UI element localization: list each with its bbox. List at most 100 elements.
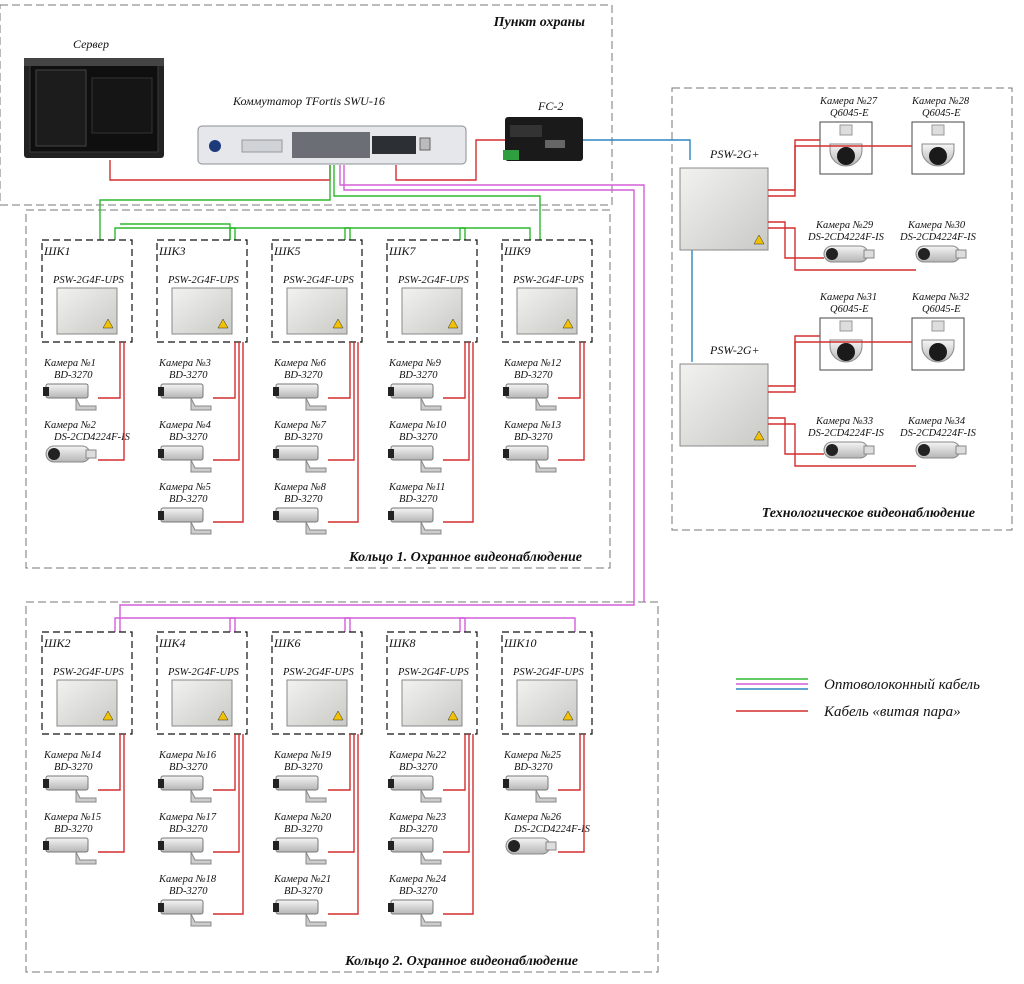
camera-model: BD-3270 — [514, 762, 553, 773]
server-icon — [24, 58, 164, 158]
box-camera-icon — [43, 775, 97, 803]
camera-cable — [768, 227, 916, 271]
camera-name: Камера №34 — [907, 416, 966, 427]
camera-name: Камера №23 — [388, 812, 446, 823]
security-post-zone — [0, 4, 613, 206]
camera-name: Камера №29 — [815, 220, 874, 231]
camera-cable — [768, 145, 912, 197]
camera-name: Камера №30 — [907, 220, 966, 231]
psw-model-label: PSW-2G4F-UPS — [52, 667, 125, 678]
camera-cable — [768, 335, 820, 387]
camera-name: Камера №28 — [911, 96, 970, 107]
camera-model: Q6045-E — [830, 304, 869, 315]
camera-model: DS-2CD4224F-IS — [53, 432, 131, 443]
cabinet-frame — [386, 631, 478, 735]
box-camera-icon — [273, 899, 327, 927]
camera-model: BD-3270 — [54, 824, 93, 835]
cabinet-label: ШК5 — [273, 244, 300, 258]
camera-cable — [98, 734, 125, 853]
box-camera-icon — [388, 837, 442, 865]
cabinet-frame — [41, 239, 133, 343]
cabinet-label: ШК1 — [43, 244, 70, 258]
ring2-title: Кольцо 2. Охранное видеонаблюдение — [344, 954, 578, 969]
psw-tech-label: PSW-2G+ — [709, 343, 760, 357]
camera-model: BD-3270 — [284, 494, 323, 505]
psw-switch-icon — [171, 287, 233, 335]
box-camera-icon — [273, 507, 327, 535]
camera-model: BD-3270 — [514, 370, 553, 381]
box-camera-icon — [503, 775, 557, 803]
warning-sign-icon — [102, 318, 114, 329]
camera-name: Камера №1 — [43, 358, 96, 369]
box-camera-icon — [158, 445, 212, 473]
box-camera-icon — [273, 775, 327, 803]
psw-model-label: PSW-2G4F-UPS — [512, 275, 585, 286]
camera-cable — [558, 734, 581, 791]
cabinet-label: ШК3 — [158, 244, 185, 258]
box-camera-icon — [273, 445, 327, 473]
box-camera-icon — [388, 507, 442, 535]
cabinet-label: ШК6 — [273, 636, 300, 650]
camera-cable — [328, 342, 351, 399]
cabinet-frame — [271, 631, 363, 735]
camera-name: Камера №2 — [43, 420, 97, 431]
warning-sign-icon — [562, 318, 574, 329]
warning-sign-icon — [447, 318, 459, 329]
dome-camera-icon — [819, 121, 873, 175]
camera-cable — [98, 342, 125, 461]
camera-model: BD-3270 — [169, 432, 208, 443]
camera-model: BD-3270 — [284, 762, 323, 773]
box-camera-icon — [158, 899, 212, 927]
camera-model: Q6045-E — [922, 304, 961, 315]
box-camera-icon — [43, 383, 97, 411]
box-camera-icon — [158, 775, 212, 803]
tech-zone — [671, 87, 1013, 531]
camera-model: BD-3270 — [514, 432, 553, 443]
camera-name: Камера №21 — [273, 874, 331, 885]
ring1-fiber-links — [114, 223, 531, 240]
box-camera-icon — [273, 837, 327, 865]
security-post-title: Пункт охраны — [493, 15, 586, 30]
box-camera-icon — [503, 383, 557, 411]
camera-cable — [768, 221, 824, 259]
camera-name: Камера №12 — [503, 358, 562, 369]
camera-cable — [328, 734, 355, 853]
camera-name: Камера №5 — [158, 482, 211, 493]
camera-name: Камера №3 — [158, 358, 211, 369]
camera-model: BD-3270 — [54, 370, 93, 381]
camera-name: Камера №22 — [388, 750, 447, 761]
camera-cable — [213, 734, 244, 915]
legend-fiber: Оптоволоконный кабель — [824, 677, 980, 693]
camera-name: Камера №11 — [388, 482, 445, 493]
camera-model: BD-3270 — [169, 494, 208, 505]
warning-sign-icon — [332, 318, 344, 329]
cabinet-frame — [386, 239, 478, 343]
camera-name: Камера №15 — [43, 812, 101, 823]
camera-model: BD-3270 — [399, 432, 438, 443]
bullet-camera-icon — [915, 245, 967, 263]
camera-cable — [768, 341, 912, 393]
camera-cable — [558, 342, 585, 461]
camera-name: Камера №14 — [43, 750, 102, 761]
ring2-zone — [25, 601, 659, 973]
camera-model: BD-3270 — [169, 824, 208, 835]
psw-model-label: PSW-2G4F-UPS — [397, 667, 470, 678]
cabinet-frame — [501, 631, 593, 735]
bullet-camera-icon — [915, 441, 967, 459]
camera-name: Камера №17 — [158, 812, 217, 823]
psw-tech-label: PSW-2G+ — [709, 147, 760, 161]
legend-twisted-pair: Кабель «витая пара» — [823, 704, 961, 720]
psw-model-label: PSW-2G4F-UPS — [282, 275, 355, 286]
warning-sign-icon — [332, 710, 344, 721]
camera-cable — [558, 342, 581, 399]
camera-model: BD-3270 — [54, 762, 93, 773]
warning-sign-icon — [217, 318, 229, 329]
camera-model: BD-3270 — [284, 370, 323, 381]
camera-cable — [443, 734, 474, 915]
